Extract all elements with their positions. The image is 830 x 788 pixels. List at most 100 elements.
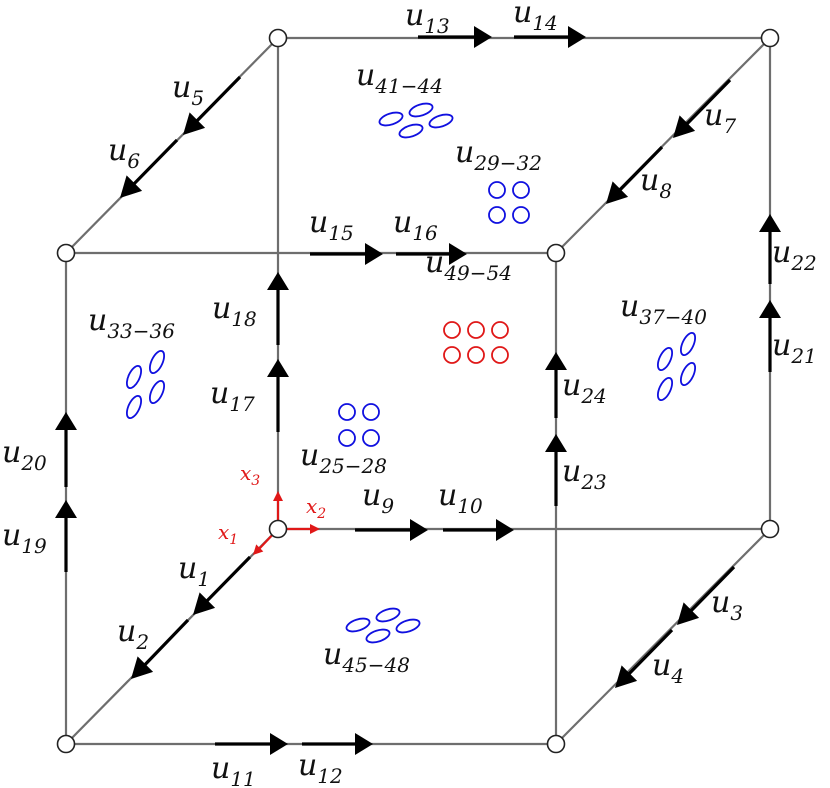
label-u21: u21 [772, 328, 817, 368]
arrowhead-u20 [55, 412, 77, 430]
vertex [546, 734, 566, 754]
label-u8: u8 [640, 163, 672, 203]
dof-ellipse [408, 102, 434, 118]
dof-circle [362, 429, 380, 447]
arrow-u1 [198, 555, 252, 610]
dof-ellipse [125, 394, 143, 420]
label-u9: u9 [362, 478, 394, 518]
dof-circle [467, 346, 485, 364]
label-u23: u23 [562, 454, 607, 494]
vertex [56, 243, 76, 263]
vertex [268, 28, 288, 48]
axis-x2-head [310, 524, 320, 534]
label-u5: u5 [172, 70, 204, 110]
axis-labels: x1 x2 x3 [218, 461, 326, 548]
arrowhead-u15 [365, 243, 383, 265]
dof-group-u25-28 [338, 403, 380, 447]
arrowhead-u22 [759, 214, 781, 232]
edge-arrows [55, 26, 781, 755]
label-u13: u13 [405, 0, 450, 38]
label-u7: u7 [704, 98, 736, 138]
arrow-u4 [620, 628, 674, 683]
label-u49-54: u49−54 [425, 245, 512, 285]
dof-ellipse [365, 628, 391, 644]
arrow-u6 [125, 138, 179, 193]
label-u10: u10 [438, 478, 483, 518]
dof-ellipse [395, 618, 421, 634]
label-u37-40: u37−40 [620, 289, 707, 329]
arrowhead-u16 [449, 243, 467, 265]
dof-circle [488, 181, 506, 199]
dof-group-u37-40 [656, 331, 697, 402]
dof-circle [491, 346, 509, 364]
label-u4: u4 [652, 648, 684, 688]
dof-group-u33-36 [125, 349, 166, 420]
dof-group-u41-44 [378, 102, 454, 139]
edge-back-top-right-diag [555, 37, 771, 254]
arrowhead-u9 [410, 519, 428, 541]
dof-circle [488, 206, 506, 224]
axis-x1-head [253, 544, 264, 555]
dof-circle [443, 346, 461, 364]
label-u25-28: u25−28 [300, 438, 387, 478]
label-u2: u2 [117, 614, 149, 654]
dof-ellipse [679, 361, 697, 387]
dof-ellipse [125, 364, 143, 390]
label-x2: x2 [306, 494, 326, 522]
cube-vertices [56, 28, 780, 754]
label-u15: u15 [309, 205, 354, 245]
dof-ellipse [398, 123, 424, 139]
dof-group-u45-48 [345, 607, 421, 644]
dof-circle [467, 321, 485, 339]
label-u11: u11 [211, 751, 256, 788]
arrow-u8 [611, 145, 664, 199]
label-u41-44: u41−44 [356, 58, 443, 98]
label-x3: x3 [240, 461, 260, 489]
arrowhead-u3 [677, 602, 700, 625]
arrowhead-u24 [545, 352, 567, 370]
label-u22: u22 [772, 235, 817, 275]
arrowhead-u8 [606, 181, 629, 204]
arrowhead-u13 [474, 26, 492, 48]
label-u1: u1 [178, 551, 210, 591]
label-x1: x1 [218, 520, 238, 548]
dof-circle [338, 429, 356, 447]
arrowhead-u19 [55, 500, 77, 518]
label-u3: u3 [711, 585, 743, 625]
label-u14: u14 [513, 0, 558, 35]
label-u16: u16 [393, 205, 438, 245]
label-u18: u18 [212, 291, 257, 331]
dof-ellipse [375, 607, 401, 623]
dof-ellipse [345, 617, 371, 633]
label-u24: u24 [562, 368, 607, 408]
dof-ellipse [656, 346, 674, 372]
vertex [760, 28, 780, 48]
arrowhead-u7 [673, 115, 696, 138]
arrow-u7 [678, 78, 732, 133]
edge-bottom-right-diag [555, 528, 771, 745]
dof-circle [443, 321, 461, 339]
arrow-u3 [682, 565, 736, 620]
arrowhead-u6 [120, 175, 143, 198]
face-dof-markers [125, 102, 697, 644]
arrowhead-u18 [267, 272, 289, 290]
face-labels: u25−28 u29−32 u33−36 u37−40 u41−44 u45−4… [88, 58, 707, 677]
vertex [546, 243, 566, 263]
arrowhead-u23 [545, 434, 567, 452]
dof-circle [338, 403, 356, 421]
dof-circle [512, 206, 530, 224]
dof-ellipse [679, 331, 697, 357]
dof-circle [491, 321, 509, 339]
label-u6: u6 [108, 133, 140, 173]
dof-group-u49-54 [443, 321, 509, 364]
dof-circle [512, 181, 530, 199]
dof-ellipse [428, 113, 454, 129]
dof-ellipse [148, 379, 166, 405]
dof-circle [362, 403, 380, 421]
dof-ellipse [656, 376, 674, 402]
label-u12: u12 [298, 748, 343, 788]
arrow-u5 [188, 75, 242, 130]
arrowhead-u5 [183, 112, 206, 135]
